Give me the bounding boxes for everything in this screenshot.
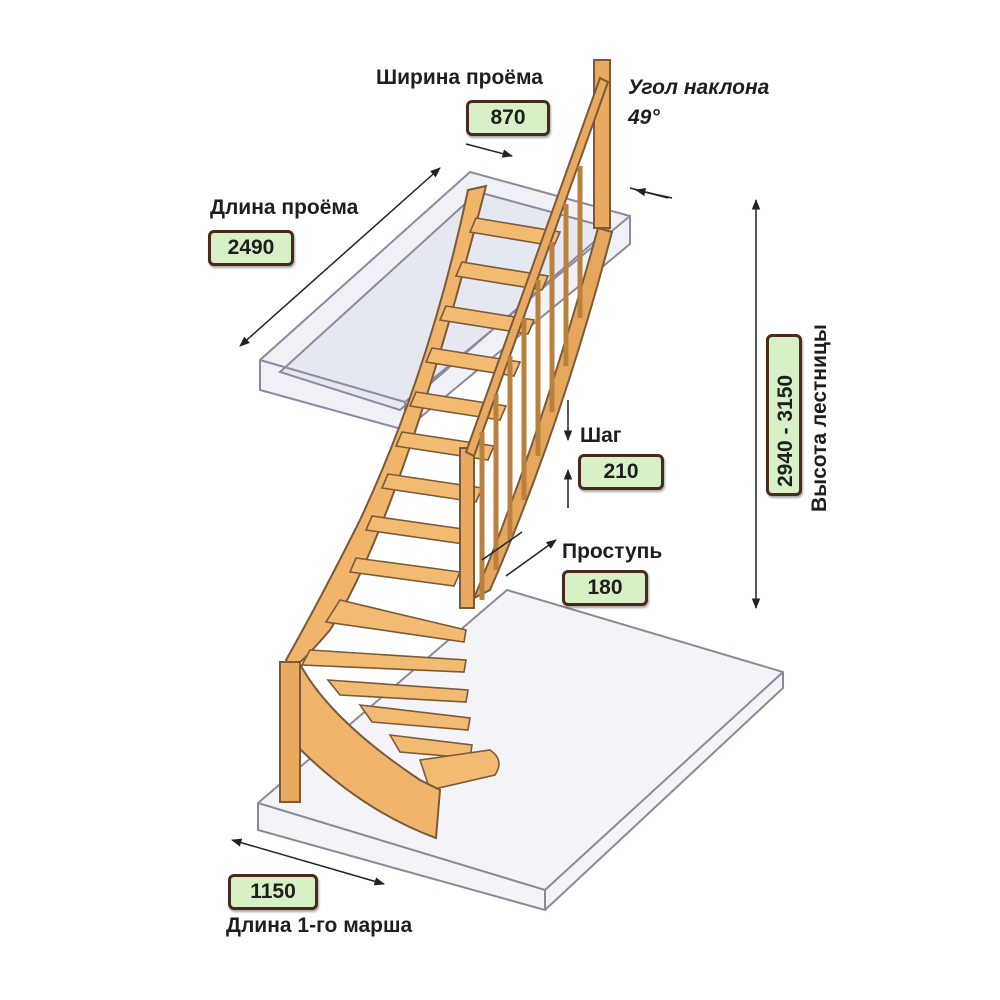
first-flight-dimension <box>230 838 386 886</box>
winder-stringer <box>290 662 442 840</box>
step-height-value: 210 <box>578 454 664 490</box>
opening-length-value: 2490 <box>208 230 294 266</box>
floor-slab <box>257 588 784 912</box>
first-flight-value: 1150 <box>228 874 318 910</box>
tread-depth-dimension <box>481 531 557 577</box>
opening-width-dimension <box>465 143 673 199</box>
step-height-title: Шаг <box>580 424 622 447</box>
tread-depth-value: 180 <box>562 570 648 606</box>
opening-length-dimension <box>239 167 441 347</box>
stair-height-value-text: 2940 - 3150 <box>774 374 797 487</box>
stair-height-title: Высота лестницы <box>808 324 831 512</box>
balusters <box>479 166 583 600</box>
slope-angle-value: 49° <box>628 106 660 129</box>
winder-treads <box>300 599 500 791</box>
first-flight-title: Длина 1-го марша <box>226 914 413 937</box>
opening-length-title: Длина проёма <box>210 196 359 219</box>
stair-height-value: 2940 - 3150 <box>766 334 802 496</box>
opening-width-title: Ширина проёма <box>376 66 543 89</box>
slope-angle-title: Угол наклона <box>628 76 770 99</box>
inner-stringer <box>472 226 614 601</box>
handrail <box>464 76 610 458</box>
tread-depth-title: Проступь <box>562 540 663 563</box>
opening-width-value: 870 <box>466 100 550 136</box>
